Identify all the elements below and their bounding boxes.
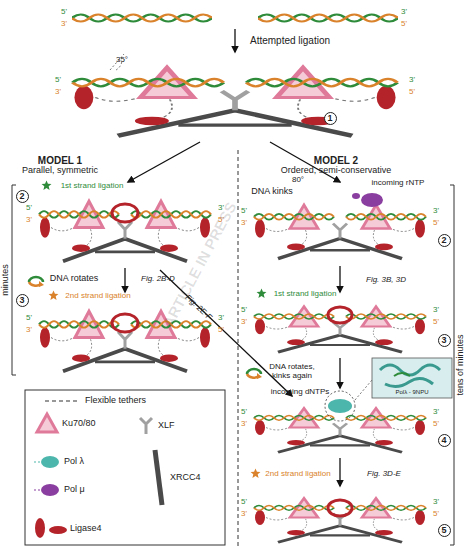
annotation-label: Parallel, symmetric — [22, 166, 98, 176]
annotation-label: 3' — [433, 408, 439, 417]
legend-text: Ligase4 — [70, 524, 102, 533]
annotation-label: Attempted ligation — [250, 35, 330, 46]
annotation-label: 3' — [61, 20, 67, 29]
annotation-label: 2nd strand ligation — [65, 292, 130, 301]
annotation-label: 5' — [241, 408, 247, 417]
annotation-label: Fig. 3D-E — [367, 470, 401, 479]
annotation-label: 3' — [218, 314, 224, 323]
annotation-label: incoming rNTP — [372, 179, 425, 188]
annotation-label: incoming dNTPs — [271, 388, 330, 397]
step-number-text: 5 — [441, 525, 446, 535]
step-number-text: 2 — [19, 191, 24, 201]
annotation-label: 5' — [55, 76, 61, 85]
annotation-label: 5' — [218, 326, 224, 335]
annotation-label: 3' — [409, 76, 415, 85]
legend-text: Pol λ — [64, 457, 84, 466]
legend-text: XLF — [158, 421, 175, 430]
annotation-label: 5' — [433, 219, 439, 228]
step-number: 3 — [438, 334, 451, 347]
step-number-text: 3 — [441, 335, 446, 345]
annotation-label: 3' — [241, 510, 247, 519]
annotation-label: 5' — [401, 20, 407, 29]
annotation-label: 5' — [409, 88, 415, 97]
annotation-label: 3' — [55, 88, 61, 97]
annotation-label: Polλ - 9NPU — [395, 389, 428, 396]
dna-ends — [72, 15, 398, 22]
step-number: 4 — [438, 434, 451, 447]
rotation-icons — [29, 277, 262, 379]
annotation-label: DNA rotates — [50, 274, 99, 284]
step-number: 5 — [438, 524, 451, 537]
legend-text: Ku70/80 — [62, 419, 96, 428]
annotation-label: 5' — [433, 420, 439, 429]
step-number: 2 — [16, 190, 29, 203]
annotation-label: 3' — [241, 318, 247, 327]
legend-text: Pol μ — [64, 485, 85, 494]
step-number: 1 — [324, 112, 337, 125]
step-number: 2 — [438, 234, 451, 247]
legend-text: XRCC4 — [170, 473, 201, 482]
time-brackets — [12, 185, 454, 545]
annotation-label: 5' — [241, 498, 247, 507]
annotation-label: 1st strand ligation — [61, 182, 124, 191]
legend-text: Flexible tethers — [85, 396, 146, 405]
annotation-label: 5' — [241, 306, 247, 315]
annotation-label: 5' — [26, 314, 32, 323]
annotation-label: 3' — [241, 219, 247, 228]
step-number-text: 1 — [327, 113, 332, 123]
step-number-text: 3 — [19, 295, 24, 305]
annotation-label: 3' — [241, 420, 247, 429]
heading-label: MODEL 1 — [38, 155, 82, 166]
annotation-label: DNA kinks — [251, 187, 293, 197]
annotation-label: 35° — [116, 56, 128, 65]
annotation-label: minutes — [1, 264, 11, 296]
annotation-label: Fig. 3B, 3D — [366, 276, 406, 285]
polymerases — [325, 193, 452, 421]
annotation-label: 3' — [26, 326, 32, 335]
annotation-label: 3' — [26, 216, 32, 225]
annotation-label: 3' — [401, 8, 407, 17]
step-number-text: 4 — [441, 435, 446, 445]
annotation-label: 3' — [433, 207, 439, 216]
annotation-label: 5' — [26, 204, 32, 213]
annotation-label: Fig. 2B-D — [141, 275, 175, 284]
annotation-label: tens of minutes — [456, 334, 466, 395]
legend-box — [25, 390, 225, 545]
annotation-label: 5' — [433, 510, 439, 519]
annotation-label: 1st strand ligation — [274, 290, 337, 299]
annotation-label: 5' — [61, 8, 67, 17]
annotation-label: 3' — [433, 498, 439, 507]
step-number: 3 — [16, 294, 29, 307]
annotation-label: Ordered, semi-conservative — [281, 166, 392, 176]
annotation-label: 2nd strand ligation — [265, 470, 330, 479]
annotation-label: 3' — [433, 306, 439, 315]
step-number-text: 2 — [441, 235, 446, 245]
heading-label: MODEL 2 — [314, 155, 358, 166]
annotation-label: DNA rotates, kinks again — [260, 363, 324, 381]
annotation-label: 5' — [241, 207, 247, 216]
annotation-label: 80° — [292, 176, 304, 185]
annotation-label: 5' — [433, 318, 439, 327]
